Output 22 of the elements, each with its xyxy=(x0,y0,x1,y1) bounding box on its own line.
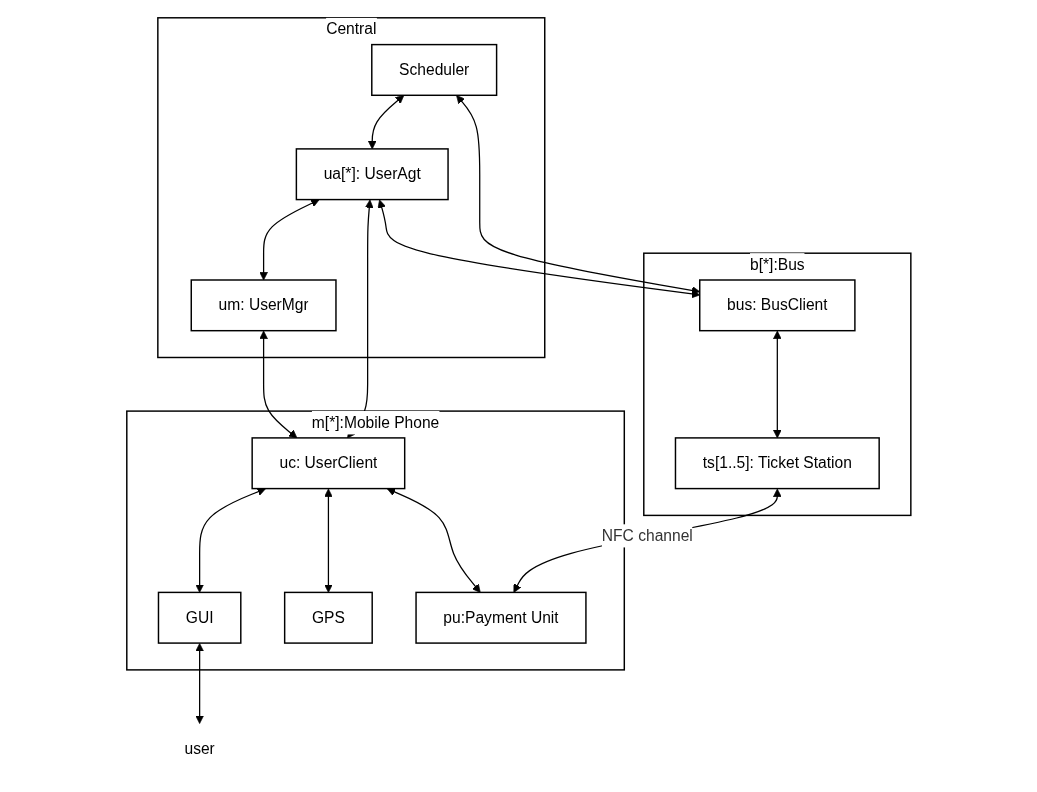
node-box: uc: UserClient xyxy=(251,437,406,490)
arrow xyxy=(772,330,782,439)
arrow xyxy=(367,95,404,150)
node-text: user xyxy=(184,740,215,757)
arrow xyxy=(195,643,204,724)
node-box: Scheduler xyxy=(370,43,497,97)
arrow xyxy=(455,95,700,295)
arrow xyxy=(195,487,266,593)
arrow xyxy=(377,199,700,299)
node-box: um: UserMgr xyxy=(190,279,337,332)
arrow xyxy=(259,199,320,281)
arrow xyxy=(386,487,481,593)
arrow xyxy=(323,488,333,593)
node-box: ts[1..5]: Ticket Station xyxy=(674,437,880,490)
node-box: pu:Payment Unit xyxy=(415,591,587,644)
arrow xyxy=(346,199,374,439)
node-box: GUI xyxy=(157,591,242,644)
node-box: GPS xyxy=(283,591,373,644)
node-box: bus: BusClient xyxy=(698,279,856,332)
arrow xyxy=(259,330,297,439)
arrow xyxy=(513,488,782,593)
node-box: ua[*]: UserAgt xyxy=(295,148,449,201)
